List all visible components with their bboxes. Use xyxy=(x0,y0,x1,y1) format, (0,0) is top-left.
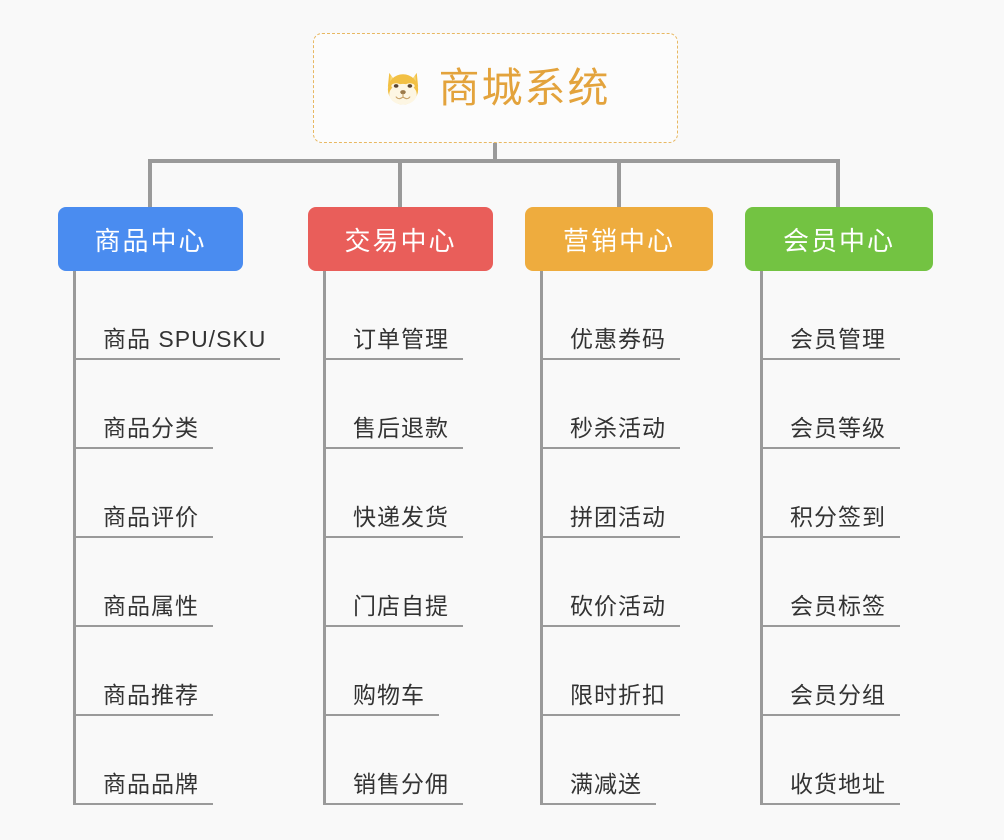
leaf-list-member: 会员管理 会员等级 积分签到 会员标签 会员分组 收货地址 xyxy=(745,271,933,805)
leaf-label: 优惠券码 xyxy=(570,325,666,352)
leaf-item[interactable]: 满减送 xyxy=(525,716,713,805)
leaf-item[interactable]: 限时折扣 xyxy=(525,627,713,716)
leaf-list-trade: 订单管理 售后退款 快递发货 门店自提 购物车 销售分佣 xyxy=(308,271,493,805)
leaf-item[interactable]: 售后退款 xyxy=(308,360,493,449)
leaf-item[interactable]: 积分签到 xyxy=(745,449,933,538)
column-trunk-marketing xyxy=(540,271,543,805)
leaf-list-product: 商品 SPU/SKU 商品分类 商品评价 商品属性 商品推荐 商品品牌 xyxy=(58,271,281,805)
leaf-item[interactable]: 商品属性 xyxy=(58,538,243,627)
leaf-item[interactable]: 商品分类 xyxy=(58,360,243,449)
leaf-label: 商品分类 xyxy=(103,414,199,441)
leaf-label: 商品 SPU/SKU xyxy=(103,325,267,352)
leaf-label: 限时折扣 xyxy=(570,681,666,708)
category-header-member[interactable]: 会员中心 xyxy=(745,207,933,271)
category-header-label: 交易中心 xyxy=(344,225,457,256)
leaf-list-marketing: 优惠券码 秒杀活动 拼团活动 砍价活动 限时折扣 满减送 xyxy=(525,271,713,805)
column-trunk-product xyxy=(73,271,76,805)
category-header-trade[interactable]: 交易中心 xyxy=(308,207,493,271)
leaf-item[interactable]: 会员标签 xyxy=(745,538,933,627)
leaf-item[interactable]: 优惠券码 xyxy=(525,271,713,360)
leaf-item[interactable]: 拼团活动 xyxy=(525,449,713,538)
root-node[interactable]: 商城系统 xyxy=(313,33,678,143)
leaf-item[interactable]: 秒杀活动 xyxy=(525,360,713,449)
leaf-label: 快递发货 xyxy=(353,503,449,530)
category-header-label: 会员中心 xyxy=(782,225,895,256)
category-header-marketing[interactable]: 营销中心 xyxy=(525,207,713,271)
leaf-label: 销售分佣 xyxy=(353,770,449,797)
leaf-label: 会员等级 xyxy=(790,414,886,441)
leaf-item[interactable]: 收货地址 xyxy=(745,716,933,805)
column-trunk-member xyxy=(760,271,763,805)
leaf-label: 拼团活动 xyxy=(570,503,666,530)
leaf-label: 商品评价 xyxy=(103,503,199,530)
shiba-dog-face-icon xyxy=(381,66,425,110)
leaf-item[interactable]: 商品评价 xyxy=(58,449,243,538)
connector-drop-3 xyxy=(836,159,840,207)
leaf-item[interactable]: 销售分佣 xyxy=(308,716,493,805)
leaf-item[interactable]: 快递发货 xyxy=(308,449,493,538)
category-header-product[interactable]: 商品中心 xyxy=(58,207,243,271)
connector-bus-bar xyxy=(150,159,839,163)
leaf-label: 订单管理 xyxy=(353,325,449,352)
leaf-label: 积分签到 xyxy=(790,503,886,530)
category-column-marketing: 营销中心 优惠券码 秒杀活动 拼团活动 砍价活动 限时折扣 满减送 xyxy=(525,207,713,805)
category-column-product: 商品中心 商品 SPU/SKU 商品分类 商品评价 商品属性 商品推荐 商品品牌 xyxy=(58,207,281,805)
leaf-label: 秒杀活动 xyxy=(570,414,666,441)
connector-drop-0 xyxy=(148,159,152,207)
leaf-item[interactable]: 商品品牌 xyxy=(58,716,243,805)
leaf-item[interactable]: 会员分组 xyxy=(745,627,933,716)
leaf-label: 会员管理 xyxy=(790,325,886,352)
category-header-label: 商品中心 xyxy=(94,225,207,256)
leaf-label: 售后退款 xyxy=(353,414,449,441)
leaf-label: 商品推荐 xyxy=(103,681,199,708)
connector-drop-1 xyxy=(398,159,402,207)
connector-drop-2 xyxy=(617,159,621,207)
leaf-item[interactable]: 门店自提 xyxy=(308,538,493,627)
column-trunk-trade xyxy=(323,271,326,805)
leaf-label: 门店自提 xyxy=(353,592,449,619)
leaf-label: 商品属性 xyxy=(103,592,199,619)
connector-root-stem xyxy=(493,143,497,162)
leaf-item[interactable]: 商品 SPU/SKU xyxy=(58,271,281,360)
category-header-label: 营销中心 xyxy=(562,225,675,256)
leaf-label: 砍价活动 xyxy=(570,592,666,619)
category-column-member: 会员中心 会员管理 会员等级 积分签到 会员标签 会员分组 收货地址 xyxy=(745,207,933,805)
leaf-item[interactable]: 购物车 xyxy=(308,627,493,716)
leaf-item[interactable]: 会员等级 xyxy=(745,360,933,449)
leaf-label: 商品品牌 xyxy=(103,770,199,797)
root-title: 商城系统 xyxy=(438,64,611,111)
leaf-label: 收货地址 xyxy=(790,770,886,797)
leaf-label: 满减送 xyxy=(570,770,642,797)
leaf-item[interactable]: 会员管理 xyxy=(745,271,933,360)
leaf-label: 会员分组 xyxy=(790,681,886,708)
leaf-label: 购物车 xyxy=(353,681,425,708)
leaf-item[interactable]: 订单管理 xyxy=(308,271,493,360)
category-column-trade: 交易中心 订单管理 售后退款 快递发货 门店自提 购物车 销售分佣 xyxy=(308,207,493,805)
leaf-label: 会员标签 xyxy=(790,592,886,619)
leaf-item[interactable]: 商品推荐 xyxy=(58,627,243,716)
leaf-item[interactable]: 砍价活动 xyxy=(525,538,713,627)
